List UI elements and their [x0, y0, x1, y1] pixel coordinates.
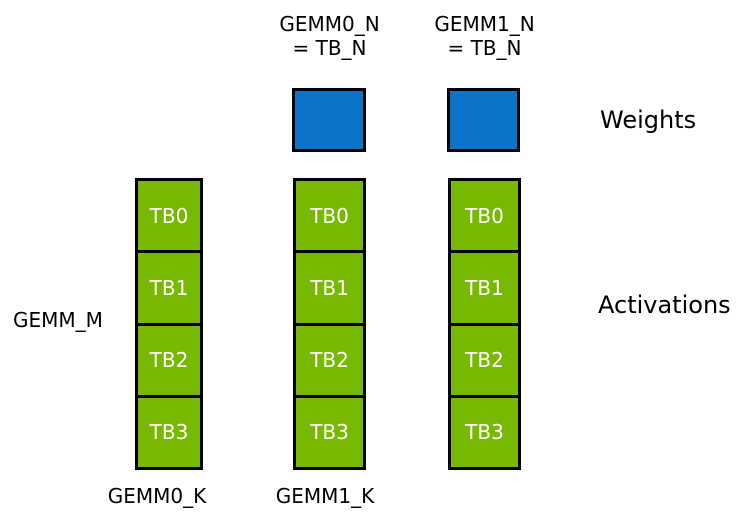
label-gemm1-n-line2: = TB_N: [447, 36, 522, 60]
tb-cell: TB3: [451, 394, 518, 467]
tb-cell: TB2: [138, 322, 200, 395]
activation-column-gemm1: TB0 TB1 TB2 TB3: [293, 178, 366, 470]
label-gemm1-n: GEMM1_N = TB_N: [412, 12, 557, 60]
label-gemm-m: GEMM_M: [13, 308, 103, 332]
label-gemm1-n-line1: GEMM1_N: [434, 12, 535, 36]
weight-block-gemm1: [447, 88, 520, 152]
tb-cell: TB2: [296, 322, 363, 395]
tb-cell: TB0: [296, 181, 363, 251]
activation-column-gemm0: TB0 TB1 TB2 TB3: [135, 178, 203, 470]
label-activations: Activations: [598, 291, 731, 319]
tb-cell: TB1: [296, 250, 363, 323]
label-gemm0-n-line2: = TB_N: [292, 36, 367, 60]
weight-block-gemm0: [292, 88, 366, 152]
tb-cell: TB3: [138, 394, 200, 467]
label-gemm0-n: GEMM0_N = TB_N: [257, 12, 402, 60]
tb-cell: TB1: [138, 250, 200, 323]
label-gemm0-n-line1: GEMM0_N: [279, 12, 380, 36]
tb-cell: TB0: [451, 181, 518, 251]
activation-column-output: TB0 TB1 TB2 TB3: [448, 178, 521, 470]
tb-cell: TB0: [138, 181, 200, 251]
label-gemm0-k: GEMM0_K: [107, 484, 207, 508]
label-gemm1-k: GEMM1_K: [275, 484, 375, 508]
tb-cell: TB2: [451, 322, 518, 395]
tb-cell: TB3: [296, 394, 363, 467]
label-weights: Weights: [600, 106, 697, 134]
tb-cell: TB1: [451, 250, 518, 323]
